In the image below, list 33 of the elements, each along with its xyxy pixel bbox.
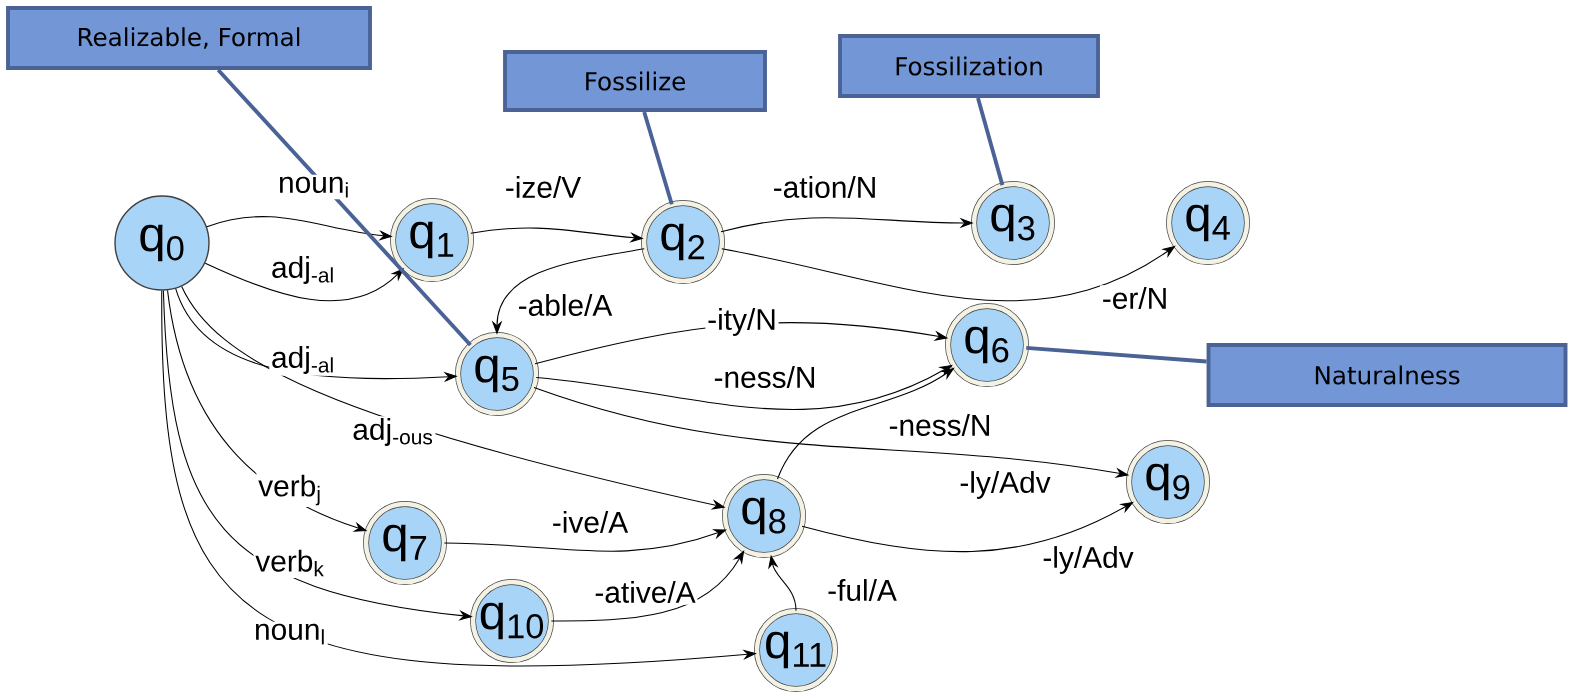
- transition-arrow: [550, 550, 745, 622]
- callout-box: Realizable, Formal: [6, 6, 372, 70]
- edge-label: -ive/A: [550, 509, 630, 535]
- edge-label: -ative/A: [592, 579, 698, 605]
- edge-label: -er/N: [1100, 285, 1170, 311]
- edge-label: -ation/N: [770, 174, 880, 200]
- transition-arrow: [721, 245, 1176, 302]
- edge-label: -ly/Adv: [1040, 544, 1136, 576]
- edge-label: adj$_{-ous}$: [350, 416, 436, 448]
- edge-label: -ly/Adv: [957, 469, 1053, 501]
- leader-line: [1026, 346, 1207, 364]
- callout-box: Fossilization: [838, 34, 1100, 98]
- edge-label: -able/A: [515, 292, 615, 318]
- edge-label: adj$_{-al}$: [269, 254, 337, 286]
- transition-arrow: [443, 529, 727, 552]
- leader-line: [642, 111, 674, 205]
- edge-label: -ity/N: [705, 306, 779, 338]
- edge-label: -ness/N: [711, 364, 819, 390]
- callout-box: Naturalness: [1206, 343, 1568, 407]
- edge-label: noun$_{l}$: [252, 621, 328, 647]
- edge-label: -ful/A: [825, 577, 899, 603]
- edge-label: -ize/V: [503, 174, 583, 200]
- transition-arrow: [776, 367, 955, 480]
- edge-label: -ness/N: [886, 412, 994, 438]
- edge-label: adj$_{-al}$: [269, 344, 337, 376]
- callout-box: Fossilize: [503, 50, 767, 112]
- edge-label: verb$_{k}$: [253, 548, 327, 578]
- leader-line: [216, 68, 472, 347]
- edge-label: verb$_{j}$: [256, 472, 324, 508]
- transition-arrow: [801, 501, 1134, 552]
- transition-arrow: [535, 364, 953, 410]
- edge-label: noun$_{i}$: [276, 174, 352, 200]
- leader-line: [976, 97, 1005, 186]
